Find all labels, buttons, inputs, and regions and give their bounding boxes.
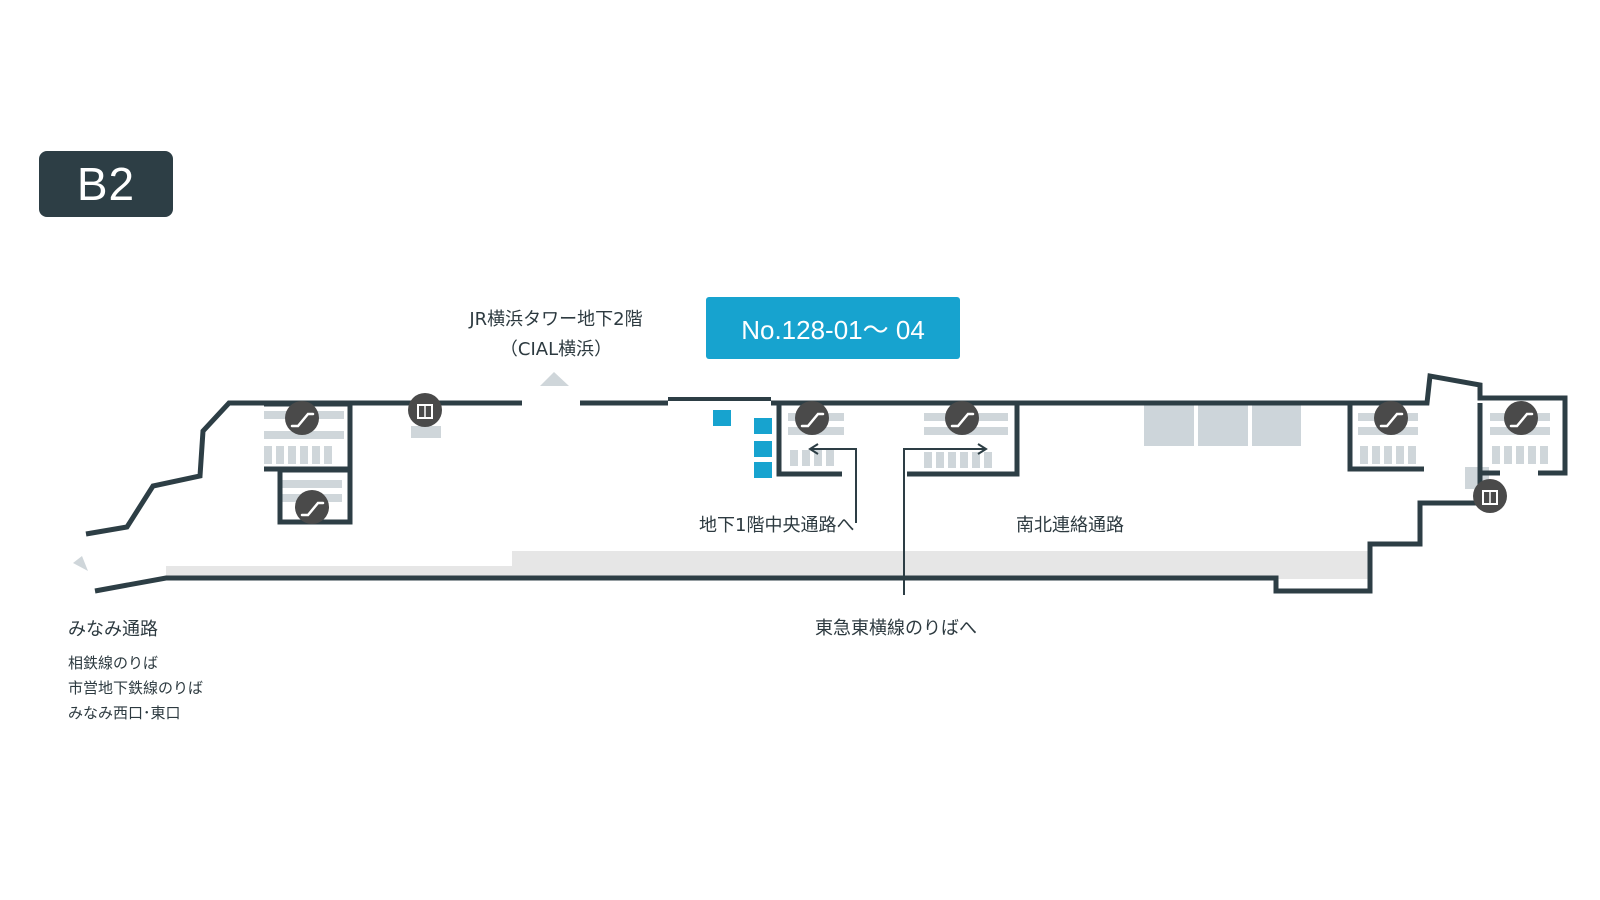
- label-north-south: 南北連絡通路: [1016, 515, 1124, 536]
- label-subway: 市営地下鉄線のりば: [68, 679, 204, 697]
- label-b1-central: 地下1階中央通路へ: [699, 515, 855, 536]
- label-jr-tower-line1: JR横浜タワー地下2階: [469, 309, 643, 330]
- corridor-floor: [166, 551, 1370, 579]
- label-sotetsu: 相鉄線のりば: [68, 654, 159, 672]
- escalator-glyphs: [290, 412, 1534, 517]
- store-units[interactable]: [713, 410, 772, 478]
- walls: [85, 373, 1568, 594]
- label-jr-tower-line2: （CIAL横浜）: [499, 339, 613, 360]
- direction-arrow-icon: [808, 443, 988, 595]
- label-minami: みなみ通路: [68, 619, 158, 640]
- elevator-area: [411, 426, 441, 438]
- elevator-icon: [408, 393, 1507, 513]
- shop-blocks: [1144, 403, 1301, 446]
- entrance-marker-top: [540, 372, 569, 386]
- label-jr-tower: JR横浜タワー地下2階 （CIAL横浜）: [446, 305, 666, 361]
- floor-badge: B2: [39, 151, 173, 217]
- label-minami-exit: みなみ西口･東口: [68, 704, 181, 722]
- entrance-marker-left: [73, 556, 88, 571]
- store-number-badge[interactable]: No.128-01～ 04: [706, 297, 960, 359]
- label-toyoko: 東急東横線のりばへ: [815, 618, 977, 639]
